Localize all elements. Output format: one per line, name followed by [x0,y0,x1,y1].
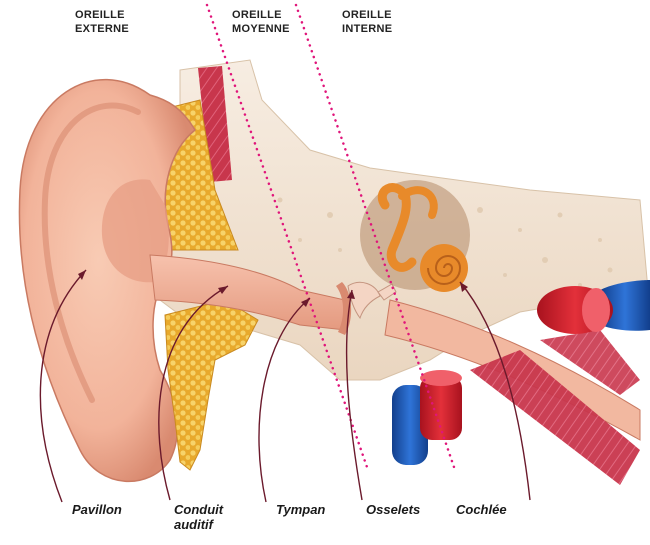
label-tympan: Tympan [276,502,326,517]
lower-muscle-2 [540,330,640,395]
upper-muscle [198,66,232,182]
bone-texture [277,197,613,287]
label-pavillon: Pavillon [72,502,122,517]
blood-vessels [392,280,650,465]
divider-moyenne-interne [294,3,457,472]
region-oreille-interne: OREILLE INTERNE [342,9,393,35]
label-osselets: Osselets [366,502,421,517]
lower-muscle [470,350,640,485]
region-oreille-moyenne: OREILLE MOYENNE [232,9,290,35]
pointer-tympan [258,297,311,503]
pinna [18,78,196,482]
pointer-conduit [158,285,229,501]
label-conduit-auditif: Conduit auditif [174,502,224,532]
pointer-cochlee [459,281,531,501]
cochlea [378,183,468,292]
pointer-osselets [345,289,363,501]
region-oreille-externe: OREILLE EXTERNE [75,9,130,35]
pinna-helix-fold [41,102,141,403]
pointer-pavillon [39,269,87,503]
pointer-arrowheads [78,270,468,307]
pointer-lines [39,269,531,503]
lower-fat-tissue [164,299,259,471]
label-cochlee: Cochlée [456,502,507,517]
